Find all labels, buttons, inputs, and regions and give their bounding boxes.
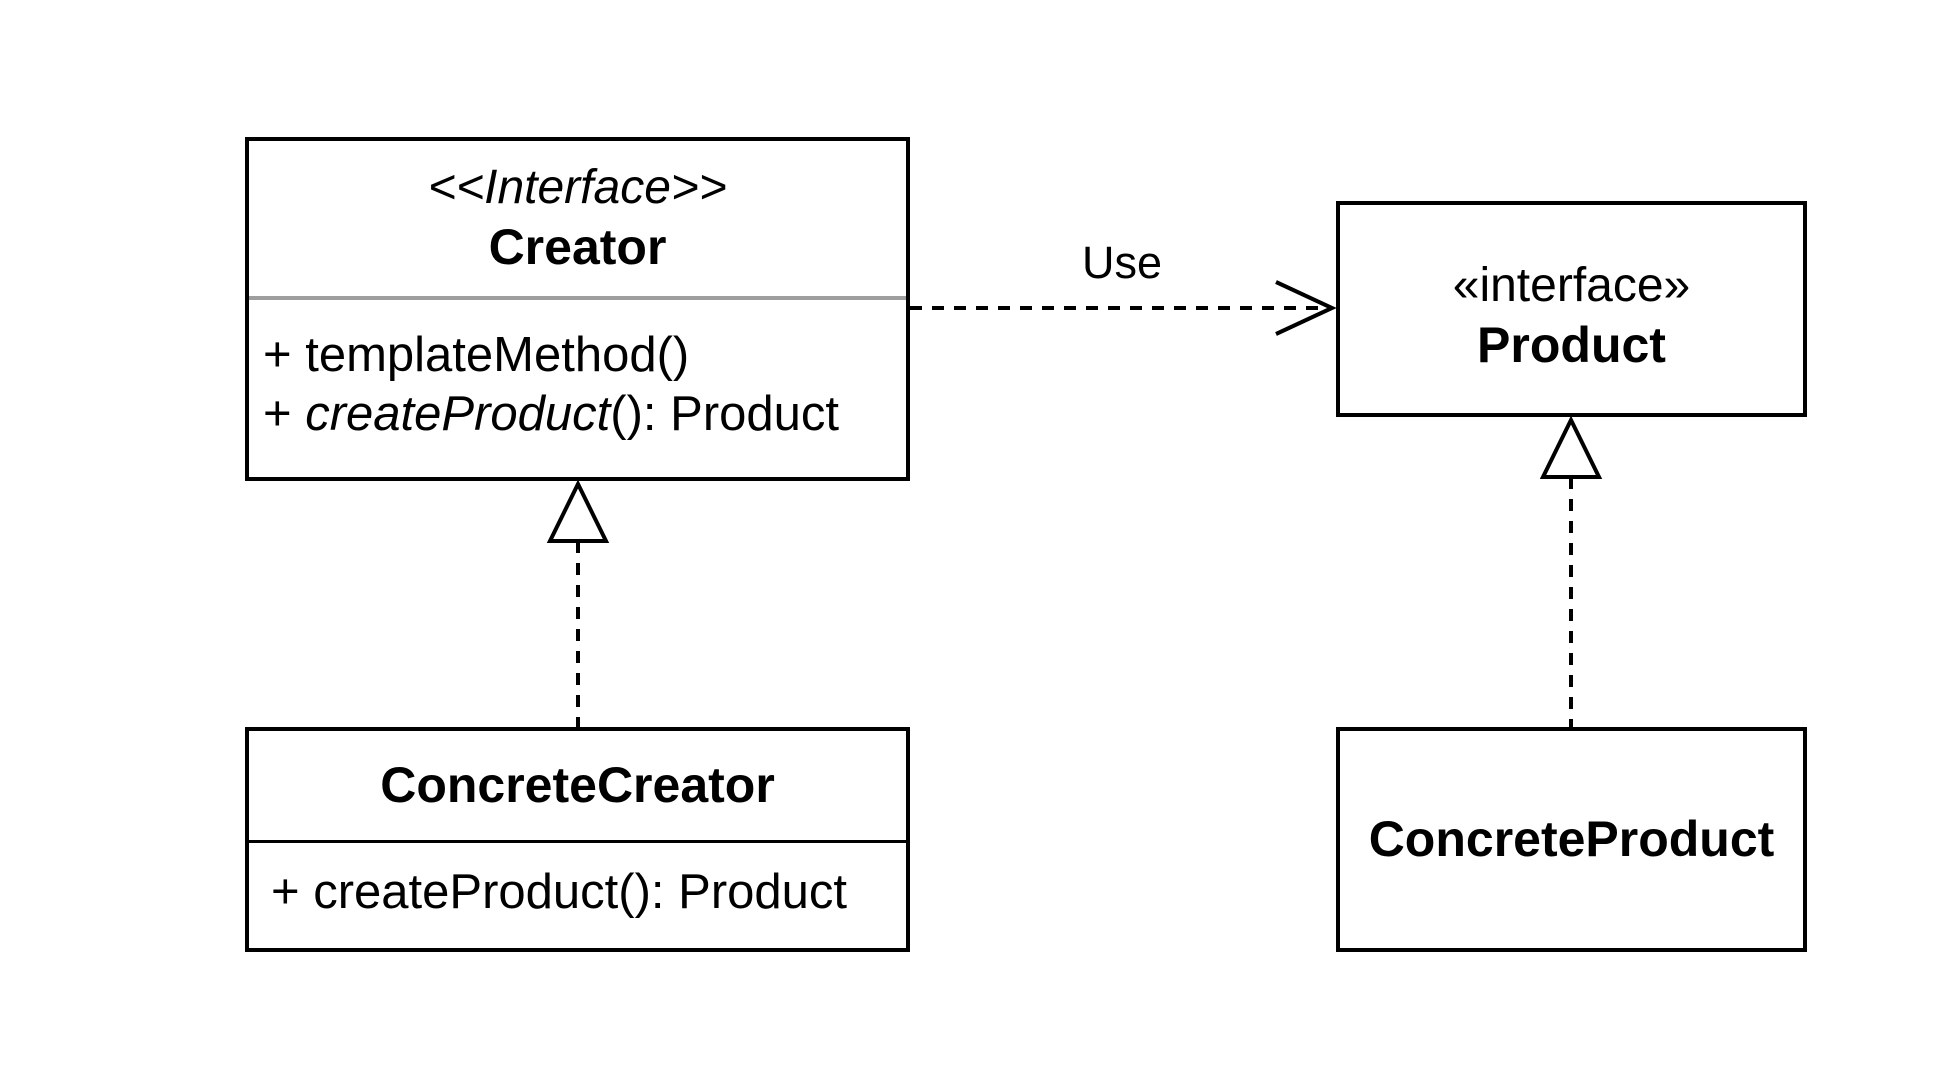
- member-visibility: +: [263, 386, 306, 441]
- product-class-name: Product: [1477, 316, 1666, 373]
- concrete-creator-members: + createProduct(): Product: [249, 843, 906, 922]
- concrete-product-class-name: ConcreteProduct: [1368, 811, 1775, 867]
- concrete-creator-class-name: ConcreteCreator: [380, 757, 775, 813]
- hollow-triangle-icon: [546, 479, 610, 543]
- member-name: templateMethod: [305, 328, 657, 382]
- concrete-creator-member-create-product: + createProduct(): Product: [271, 865, 848, 919]
- creator-members: + templateMethod() + createProduct(): Pr…: [249, 300, 906, 444]
- member-visibility: +: [263, 328, 306, 382]
- concrete-product-class-box[interactable]: ConcreteProduct: [1336, 727, 1807, 952]
- use-label: Use: [1082, 237, 1163, 288]
- member-signature: (): [656, 328, 690, 382]
- member-name-abstract: createProduct: [305, 386, 611, 441]
- creator-member-template-method: + templateMethod(): [263, 326, 906, 385]
- creator-class-name: Creator: [488, 218, 667, 275]
- product-class-box[interactable]: «interface» Product: [1336, 201, 1807, 417]
- creator-realization-arrow: [546, 479, 610, 727]
- open-arrowhead-icon: [1275, 280, 1337, 336]
- product-realization-arrow: [1539, 415, 1603, 727]
- use-dependency-arrow: [910, 280, 1337, 336]
- creator-member-create-product: + createProduct(): Product: [263, 385, 906, 444]
- product-header: «interface» Product: [1340, 205, 1803, 375]
- creator-stereotype: <<Interface>>: [428, 161, 727, 214]
- hollow-triangle-icon: [1539, 415, 1603, 479]
- concrete-product-header: ConcreteProduct: [1340, 731, 1803, 869]
- product-stereotype: «interface»: [1452, 259, 1691, 312]
- member-signature: (): Product: [610, 386, 840, 441]
- concrete-creator-header: ConcreteCreator: [249, 731, 906, 843]
- creator-class-box[interactable]: <<Interface>> Creator + templateMethod()…: [245, 137, 910, 481]
- creator-header: <<Interface>> Creator: [249, 141, 906, 300]
- concrete-creator-class-box[interactable]: ConcreteCreator + createProduct(): Produ…: [245, 727, 910, 952]
